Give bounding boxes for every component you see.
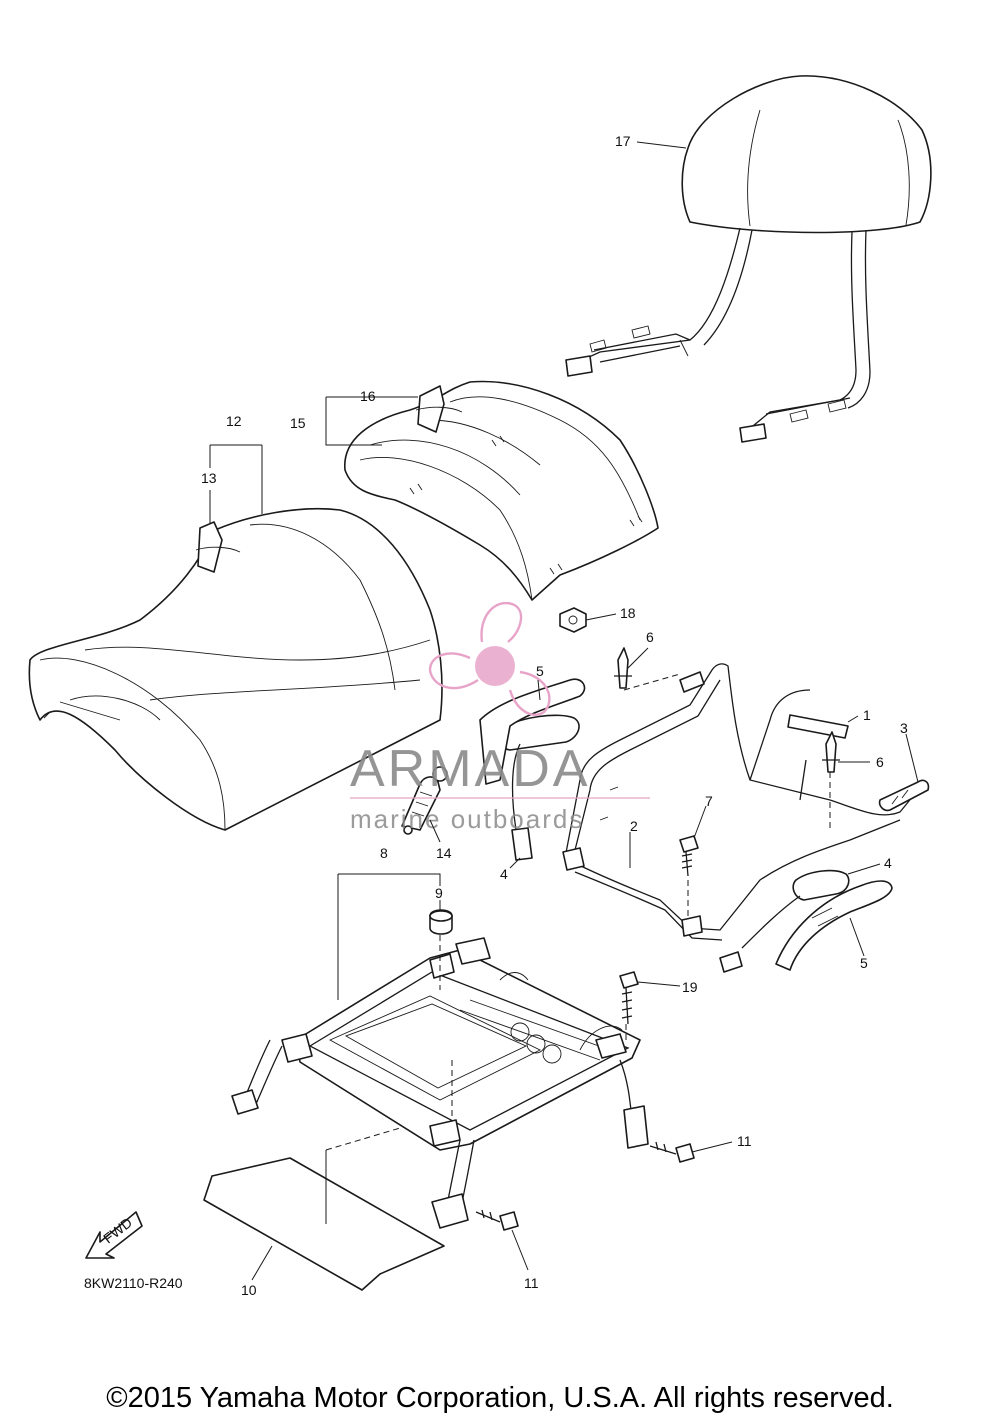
label-part-1 bbox=[787, 714, 849, 739]
callout-8: 8 bbox=[380, 845, 388, 861]
callout-11a: 11 bbox=[737, 1133, 752, 1149]
callout-10: 10 bbox=[241, 1282, 257, 1298]
watermark-logo: ARMADA marine outboards bbox=[350, 601, 650, 834]
callout-18: 18 bbox=[620, 605, 636, 621]
pin-part-6b bbox=[822, 731, 840, 773]
callout-15: 15 bbox=[290, 415, 306, 431]
watermark-brand: ARMADA bbox=[350, 740, 590, 798]
front-seat-strap-part bbox=[195, 521, 241, 573]
pin-part-6a bbox=[614, 647, 632, 689]
callout-14: 14 bbox=[436, 845, 452, 861]
damper-part-9 bbox=[429, 909, 453, 935]
front-seat-part bbox=[28, 507, 443, 831]
seat-base-frame-part bbox=[231, 935, 649, 1229]
callout-9: 9 bbox=[435, 885, 443, 901]
bolt-part-11a bbox=[649, 1141, 695, 1163]
backrest-part bbox=[565, 75, 932, 443]
diagram-code: 8KW2110-R240 bbox=[84, 1275, 183, 1291]
rear-seat-strap-part bbox=[415, 385, 463, 433]
watermark-tagline: marine outboards bbox=[350, 804, 584, 834]
callout-7: 7 bbox=[705, 793, 713, 809]
rail-centerline-a bbox=[623, 673, 681, 691]
callout-5b: 5 bbox=[860, 955, 868, 971]
callout-11b: 11 bbox=[524, 1275, 539, 1291]
fwd-arrow-icon: FWD bbox=[85, 1211, 143, 1259]
cover-part-5a bbox=[479, 678, 586, 785]
callout-12: 12 bbox=[226, 413, 242, 429]
callout-6a: 6 bbox=[646, 629, 654, 645]
callout-4b: 4 bbox=[884, 855, 892, 871]
damper-part-3 bbox=[878, 779, 930, 812]
rear-seat-part bbox=[344, 380, 659, 601]
seat-rail-part bbox=[562, 663, 919, 941]
callout-16: 16 bbox=[360, 388, 376, 404]
cover-part-5b bbox=[775, 880, 893, 971]
bolt-part-19 bbox=[619, 971, 639, 1025]
callout-17: 17 bbox=[615, 133, 631, 149]
callout-4a: 4 bbox=[500, 866, 508, 882]
callout-3: 3 bbox=[900, 720, 908, 736]
floor-mat-part-10 bbox=[203, 1157, 445, 1291]
callout-6b: 6 bbox=[876, 754, 884, 770]
callout-1: 1 bbox=[863, 707, 871, 723]
leader-lines bbox=[209, 141, 919, 1281]
copyright-notice: ©2015 Yamaha Motor Corporation, U.S.A. A… bbox=[106, 1382, 894, 1414]
callout-13: 13 bbox=[201, 470, 217, 486]
latch-part-14 bbox=[401, 766, 448, 835]
callout-2: 2 bbox=[630, 818, 638, 834]
callout-labels: 1 2 3 4 4 5 5 6 6 7 8 9 10 11 11 12 13 1… bbox=[201, 133, 908, 1298]
callout-5a: 5 bbox=[536, 663, 544, 679]
nut-part-18 bbox=[559, 607, 587, 633]
callout-19: 19 bbox=[682, 979, 698, 995]
cable-part-4b bbox=[719, 869, 850, 973]
bolt-part-7 bbox=[679, 835, 699, 877]
bolt-part-11b bbox=[475, 1209, 519, 1231]
mat-centerline bbox=[325, 1127, 401, 1151]
